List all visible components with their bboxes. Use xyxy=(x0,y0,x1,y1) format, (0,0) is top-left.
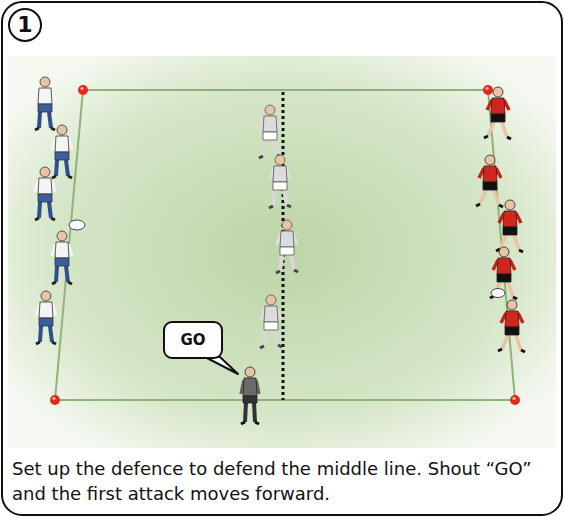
rugby-ball xyxy=(69,220,85,230)
speech-text: GO xyxy=(180,333,205,348)
caption: Set up the defence to defend the middle … xyxy=(12,456,557,506)
defenders xyxy=(259,105,298,348)
left-team xyxy=(35,77,85,344)
speech-bubble: GO xyxy=(163,321,223,359)
step-number: 1 xyxy=(8,8,42,42)
bubble-tail xyxy=(205,357,238,374)
callout-number: 1 xyxy=(17,14,32,36)
right-team xyxy=(476,87,525,352)
referee xyxy=(241,367,259,424)
cones xyxy=(50,85,520,405)
rugby-ball xyxy=(491,289,505,298)
pitch-outline xyxy=(55,90,515,400)
grass-panel xyxy=(8,56,556,448)
